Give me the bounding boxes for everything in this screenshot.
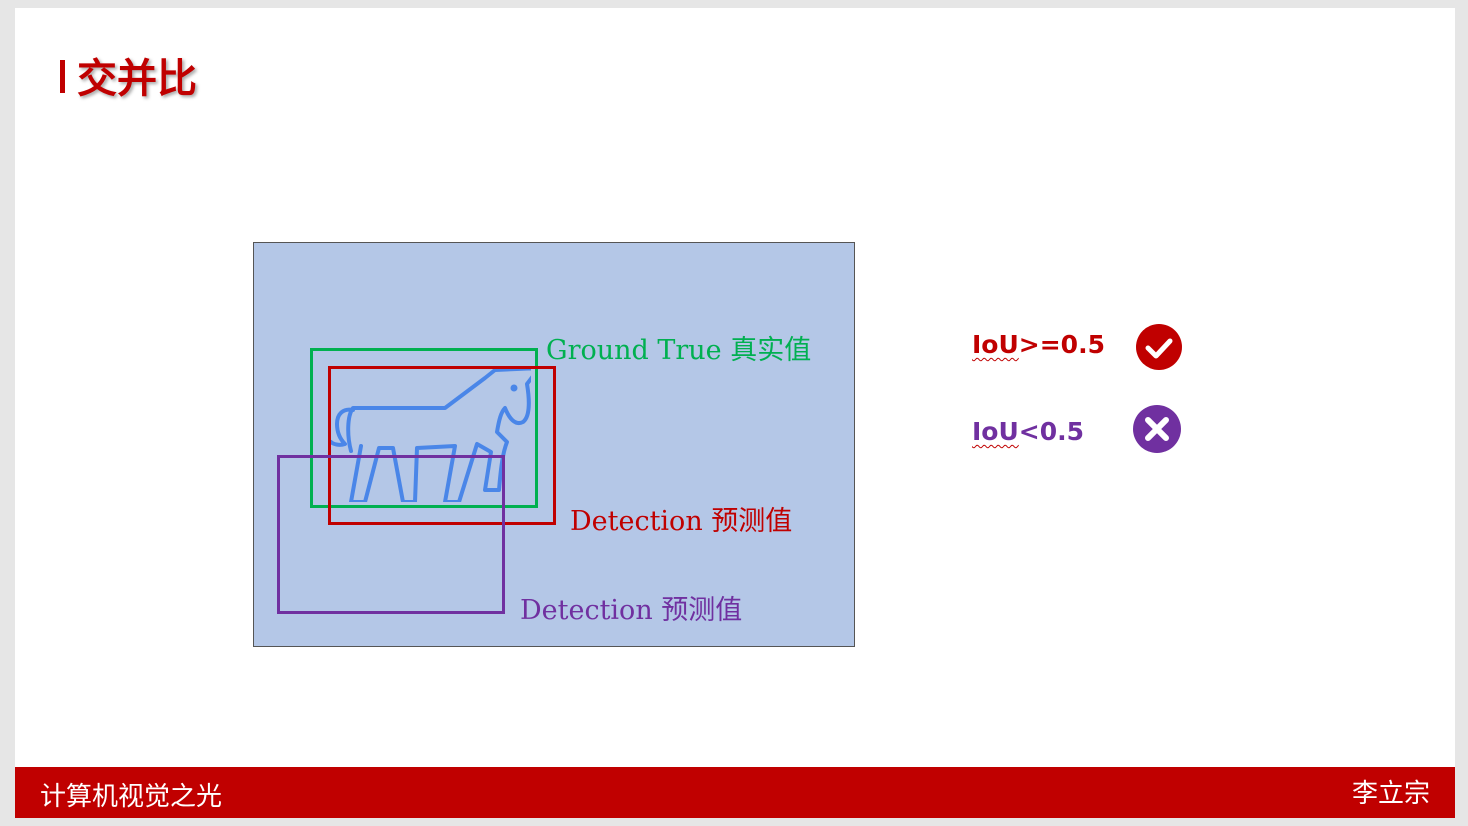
- ground-truth-label: Ground True 真实值: [546, 335, 812, 366]
- iou-bad-prefix: IoU: [972, 417, 1019, 446]
- footer-course-name: 计算机视觉之光: [40, 782, 223, 812]
- check-circle-icon: [1136, 324, 1182, 370]
- detection-box-bad: [277, 455, 505, 614]
- ground-truth-box: [310, 348, 538, 508]
- detection-box-good: [328, 366, 556, 525]
- iou-good-threshold: IoU>=0.5: [972, 330, 1105, 359]
- footer-bar: 计算机视觉之光 李立宗: [15, 767, 1455, 818]
- iou-bad-threshold: IoU<0.5: [972, 417, 1084, 446]
- footer-author: 李立宗: [1351, 779, 1430, 809]
- iou-good-prefix: IoU: [972, 330, 1019, 359]
- x-circle-icon: [1133, 405, 1181, 453]
- slide: 交并比 Ground True 真实值 Detection 预测值 Detect…: [15, 8, 1455, 818]
- iou-good-rest: >=0.5: [1018, 330, 1105, 359]
- title-accent-bar: [60, 60, 65, 93]
- horse-icon: [329, 366, 531, 502]
- iou-bad-rest: <0.5: [1018, 417, 1085, 446]
- detection-good-label: Detection 预测值: [570, 506, 793, 537]
- detection-bad-label: Detection 预测值: [520, 595, 743, 626]
- slide-title: 交并比: [77, 56, 197, 102]
